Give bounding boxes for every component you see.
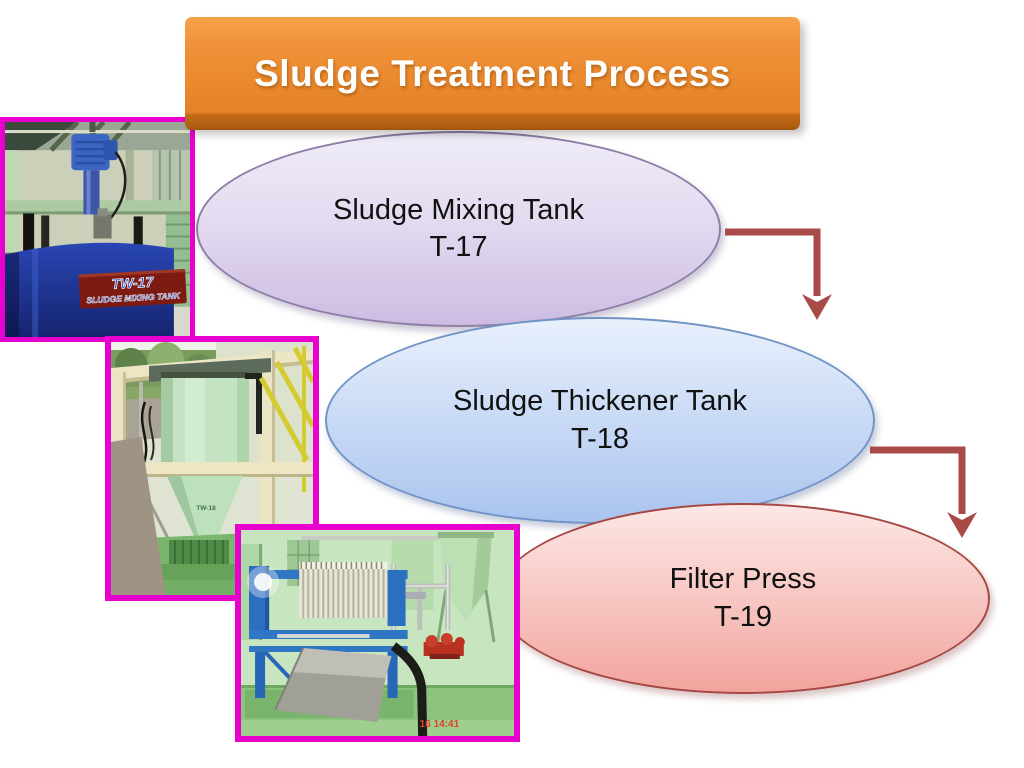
step-tag: T-19: [713, 600, 773, 633]
arrow-t18-to-t19: [870, 446, 977, 538]
photo-sludge-thickener-tank-art: TW-18: [111, 342, 313, 595]
step-label: Sludge Mixing Tank: [333, 193, 584, 226]
photo-sludge-mixing-tank: TW-17 SLUDGE MIXING TANK: [0, 117, 195, 342]
discharge-chute: [274, 647, 392, 722]
step-tag: T-17: [429, 231, 488, 263]
filter-press-machine: [247, 562, 426, 698]
photo-filter-press: 16 14:41: [235, 524, 520, 742]
hopper-label: TW-18: [196, 505, 216, 512]
mid-beam: [111, 462, 313, 476]
mid-beam-edge: [111, 474, 313, 477]
photo-sludge-mixing-tank-art: TW-17 SLUDGE MIXING TANK: [5, 122, 190, 337]
arrow-t17-to-t18: [725, 228, 832, 320]
step-tag: T-18: [570, 422, 630, 455]
photo-sludge-thickener-tank: TW-18: [105, 336, 319, 601]
conical-tank: [436, 532, 496, 643]
black-drain-pipe: [390, 642, 428, 736]
wall-and-frame: [5, 150, 190, 255]
camera-timestamp: 16 14:41: [420, 719, 460, 730]
pipes-and-valve: [23, 208, 143, 252]
tank-sign-id: TW-17: [111, 274, 155, 292]
page-title: Sludge Treatment Process: [254, 52, 731, 94]
title-banner: Sludge Treatment Process: [185, 17, 800, 130]
mixer-motor: [71, 122, 118, 215]
photo-filter-press-art: 16 14:41: [241, 530, 514, 736]
step-ellipse-thickener-tank: Sludge Thickener Tank T-18: [325, 317, 875, 524]
thickener-tank-body: [149, 358, 271, 474]
red-valves: [423, 633, 465, 659]
tank-name-sign: TW-17 SLUDGE MIXING TANK: [78, 268, 187, 309]
step-label: Filter Press: [669, 563, 817, 596]
step-ellipse-mixing-tank: Sludge Mixing Tank T-17: [196, 131, 721, 327]
step-label: Sludge Thickener Tank: [453, 385, 747, 418]
